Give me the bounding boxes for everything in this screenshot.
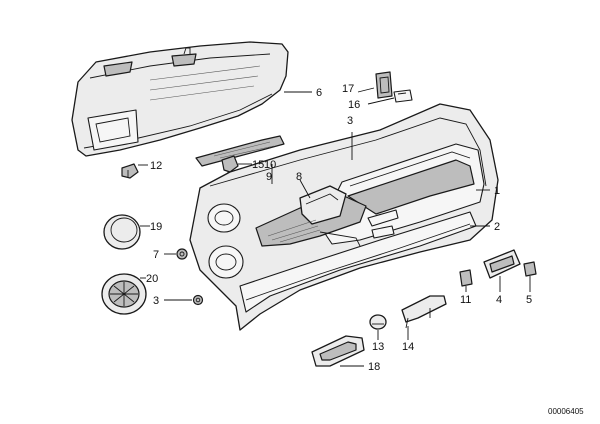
upper-panel-cover: [71, 41, 289, 157]
callout-1: 1: [494, 185, 500, 197]
cap-16: [393, 89, 413, 103]
knob-13: [369, 314, 387, 330]
callout-2: 2: [494, 221, 500, 233]
callout-9: 9: [266, 171, 272, 183]
callout-3-upper: 3: [347, 115, 353, 127]
callout-13: 13: [372, 341, 384, 353]
callout-7: 7: [153, 249, 159, 261]
callout-20: 20: [146, 273, 158, 285]
speaker-cover-19: [103, 214, 141, 250]
clip-11: [459, 269, 473, 287]
callout-labels: 6 17 16 3 12 15 10 9 8 19 7 20 3 1 2 11 …: [146, 83, 532, 373]
grommet-7: [176, 248, 188, 260]
callout-6: 6: [316, 87, 322, 99]
callout-14: 14: [402, 341, 414, 353]
trim-strip: [195, 135, 285, 167]
switch-cover-4: [483, 249, 521, 279]
leader-lines: [138, 87, 531, 367]
callout-11: 11: [460, 294, 471, 306]
callout-16: 16: [348, 99, 360, 111]
armrest-pull-handle: [255, 185, 399, 247]
callout-4: 4: [496, 294, 502, 306]
callout-5: 5: [526, 294, 532, 306]
clip-12: [121, 163, 139, 179]
bracket-14: [401, 295, 447, 329]
callout-3-lower: 3: [153, 295, 159, 307]
callout-17: 17: [342, 83, 354, 95]
callout-10: 10: [264, 159, 276, 171]
fastener-3-lower: [192, 294, 204, 306]
callout-8: 8: [296, 171, 302, 183]
cap-17: [375, 71, 393, 99]
handle-trim-18: [311, 335, 365, 367]
document-id: 00006405: [548, 407, 584, 416]
callout-19: 19: [150, 221, 162, 233]
speaker-grille-20: [101, 273, 147, 315]
callout-12: 12: [150, 160, 162, 172]
callout-18: 18: [368, 361, 380, 373]
plug-5: [523, 261, 537, 277]
callout-15: 15: [252, 159, 264, 171]
